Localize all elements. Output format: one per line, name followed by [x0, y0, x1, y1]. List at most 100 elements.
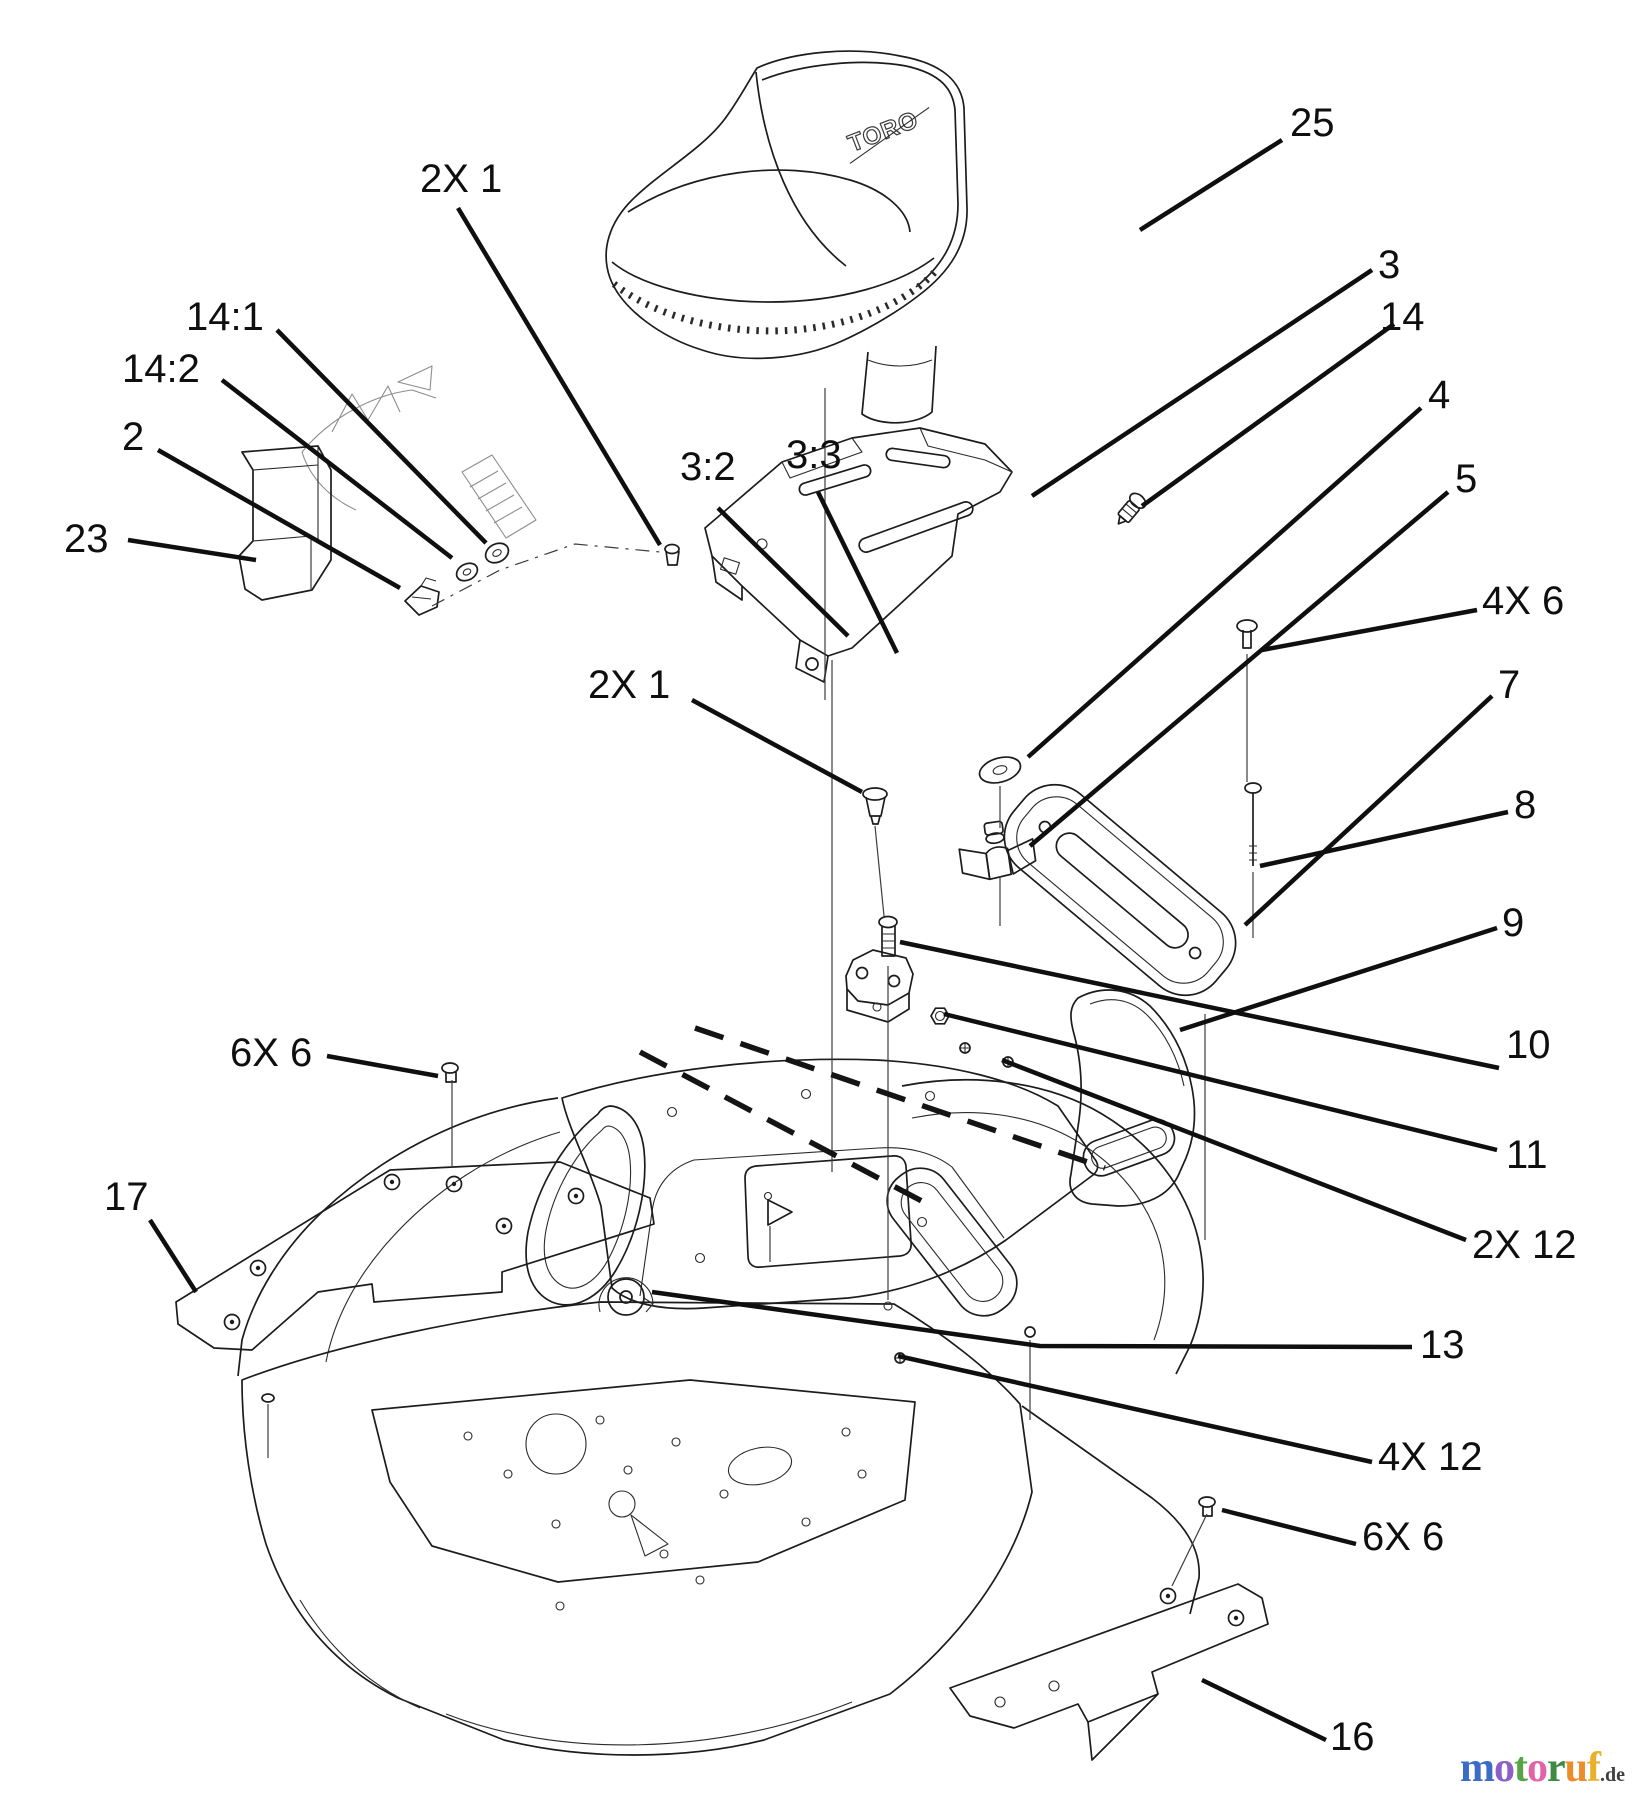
seat-backrest-left-seam — [755, 71, 847, 267]
watermark-letter: m — [1460, 1745, 1495, 1791]
assembly-axis-left — [431, 543, 661, 607]
keyhole-cutout — [608, 1490, 636, 1518]
leader-part3-3 — [815, 491, 900, 654]
watermark-suffix: .de — [1600, 1764, 1626, 1786]
floor-front-lip — [445, 1701, 853, 1746]
toro-logo-group: TORO — [844, 106, 930, 164]
seat-cushion-top-seam — [627, 169, 911, 233]
deck-hole — [916, 1216, 928, 1228]
bolt12-a — [959, 1042, 971, 1054]
push-pin-part-1 — [664, 543, 680, 566]
seat-pedestal — [861, 345, 937, 424]
mid-fasteners-group — [845, 492, 1147, 1068]
leader-part4 — [1026, 406, 1423, 759]
washer-part-14-2 — [455, 562, 479, 582]
deck-hole — [924, 1090, 936, 1102]
plate3-fold-left — [781, 437, 863, 479]
nut11-hole — [934, 1010, 946, 1022]
leader-part11 — [943, 1011, 1498, 1153]
push-pin-part-1b — [862, 787, 888, 825]
dashed-line-1 — [694, 1025, 1106, 1171]
leader-part14-1 — [275, 328, 488, 545]
part14-shank — [1117, 500, 1140, 523]
leader-part8 — [1259, 809, 1509, 869]
leader-part2 — [156, 448, 402, 590]
leader-part10 — [899, 939, 1500, 1071]
clip2-seam — [411, 577, 437, 600]
screw-part-6 — [1236, 619, 1258, 649]
deck-hole — [800, 1088, 812, 1100]
seat-plate-part-3 — [704, 427, 1013, 683]
callout-part8: 8 — [1514, 783, 1536, 827]
seat-backrest-seam — [761, 61, 959, 288]
left-footrest-slot-inner — [543, 1125, 632, 1289]
callout-part2: 2 — [122, 415, 144, 459]
washer4-hole — [992, 765, 1008, 775]
floor-pan-outline — [241, 1301, 1033, 1756]
callout-qty6-part6-right: 6X 6 — [1362, 1515, 1444, 1559]
leader-qty6-part6-right — [1221, 1507, 1357, 1547]
screw6-shank — [1242, 630, 1252, 649]
bolt-part-10 — [878, 915, 898, 957]
left-footrest-slot — [525, 1105, 646, 1306]
fender-bolt-right — [1024, 1326, 1036, 1338]
callout-qty4-part12: 4X 12 — [1378, 1435, 1483, 1479]
part14-tip — [1117, 515, 1127, 525]
control-plate — [371, 1379, 916, 1583]
plate7-inner-border — [1016, 796, 1224, 984]
leader-part7 — [1243, 694, 1494, 927]
screw-6x6-left-stem — [445, 1072, 457, 1083]
pin1-body — [665, 550, 680, 566]
leader-qty2-part12 — [1001, 1057, 1467, 1243]
watermark-letter: f — [1587, 1745, 1601, 1791]
plate3-fold-right — [919, 427, 1013, 473]
plate3-slot-2 — [885, 447, 951, 469]
leader-part3-2 — [716, 506, 850, 638]
leader-part16 — [1201, 1677, 1327, 1743]
fragment-pin-body — [461, 454, 537, 539]
washer-part-14-1 — [484, 542, 510, 564]
callout-part4: 4 — [1428, 373, 1450, 417]
callout-qty4-part6: 4X 6 — [1482, 579, 1564, 623]
wing-knob-part-5 — [958, 820, 1037, 881]
part14-threads — [1121, 503, 1138, 518]
callout-qty2-part1-upper: 2X 1 — [420, 157, 502, 201]
seat-ribbed-edge — [611, 265, 941, 335]
cap13-center — [619, 1290, 633, 1304]
hinge-bracket — [845, 949, 914, 1023]
retainer-part-14 — [1117, 492, 1147, 525]
bolt10-threads — [882, 933, 895, 949]
hinge-hole-1 — [855, 966, 869, 980]
callout-part14: 14 — [1380, 295, 1425, 339]
plate17-holes — [223, 1173, 585, 1331]
watermark-letter: o — [1527, 1745, 1548, 1791]
nut11-hex — [930, 1007, 950, 1025]
leader-lines — [127, 138, 1509, 1743]
plate3-hole — [805, 657, 819, 671]
seat-part-25: TORO — [605, 50, 968, 424]
watermark-letter: r — [1547, 1745, 1566, 1791]
callout-part17: 17 — [104, 1175, 149, 1219]
cap-part-13 — [598, 1277, 654, 1316]
watermark-letter: u — [1564, 1745, 1588, 1791]
washer142-hole — [462, 568, 472, 576]
plate3-slot-3 — [858, 501, 974, 553]
backrest-plate-part-7 — [1003, 783, 1237, 997]
leader-qty2-part1-upper — [456, 206, 662, 547]
plate17-outline — [175, 1161, 655, 1351]
right-slot-inner — [900, 1182, 1004, 1302]
fragment-curve-bottom — [301, 451, 357, 511]
callout-part10: 10 — [1506, 1023, 1551, 1067]
dashed-line-2 — [638, 1049, 937, 1211]
leader-part25 — [1138, 138, 1284, 232]
washer-part-4 — [978, 756, 1022, 784]
callout-part23: 23 — [64, 517, 109, 561]
callout-part16: 16 — [1330, 1715, 1375, 1759]
right-footrest-slot — [886, 1167, 1018, 1317]
pin1b-head — [862, 787, 888, 801]
clip-part-2 — [404, 585, 440, 616]
screw8-threads — [1249, 845, 1257, 861]
plate16-holes — [994, 1587, 1245, 1708]
callout-part14-2: 14:2 — [122, 347, 200, 391]
